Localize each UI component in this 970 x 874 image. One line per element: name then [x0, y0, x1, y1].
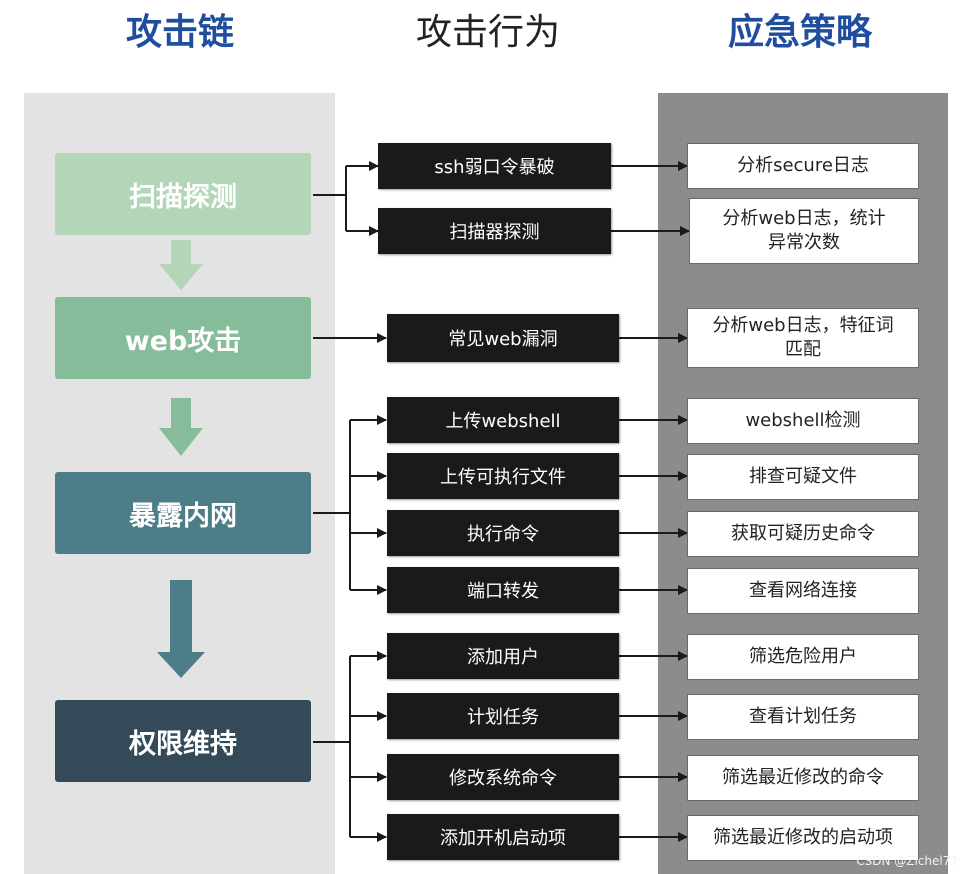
response-line: 筛选最近修改的命令 [722, 767, 884, 788]
response-webshell-detect: webshell检测 [687, 398, 919, 444]
action-upload-webshell: 上传webshell [387, 397, 619, 443]
response-check-scheduled-tasks: 查看计划任务 [687, 694, 919, 740]
response-line: 匹配 [785, 339, 821, 360]
action-add-startup-item: 添加开机启动项 [387, 814, 619, 860]
response-line: 筛选危险用户 [749, 646, 857, 667]
response-line: 查看计划任务 [749, 706, 857, 727]
response-check-suspicious-files: 排查可疑文件 [687, 454, 919, 500]
response-filter-modified-startup: 筛选最近修改的启动项 [687, 815, 919, 861]
action-to-response-arrows [611, 161, 690, 842]
action-ssh-bruteforce: ssh弱口令暴破 [378, 143, 611, 189]
stage-down-arrows [157, 240, 205, 678]
action-scheduled-task: 计划任务 [387, 693, 619, 739]
response-line: 查看网络连接 [749, 580, 857, 601]
attack-chain-header: 攻击链 [125, 12, 234, 53]
action-add-user: 添加用户 [387, 633, 619, 679]
action-execute-command: 执行命令 [387, 510, 619, 556]
stage-expose-intranet: 暴露内网 [55, 472, 311, 554]
stage-scan-probe: 扫描探测 [55, 153, 311, 235]
down-arrow-1 [159, 240, 203, 290]
response-analyze-secure-log: 分析secure日志 [687, 143, 919, 189]
response-line: 异常次数 [768, 232, 840, 253]
down-arrow-2 [159, 398, 203, 456]
action-port-forward: 端口转发 [387, 567, 619, 613]
response-analyze-web-log-keywords: 分析web日志，特征词 匹配 [687, 308, 919, 368]
watermark: CSDN @Zichel77 [856, 854, 958, 868]
stage-web-attack: web攻击 [55, 297, 311, 379]
response-analyze-web-log-count: 分析web日志，统计 异常次数 [689, 198, 919, 264]
action-scanner-probe: 扫描器探测 [378, 208, 611, 254]
action-upload-executable: 上传可执行文件 [387, 453, 619, 499]
response-line: 获取可疑历史命令 [731, 523, 875, 544]
action-modify-system-command: 修改系统命令 [387, 754, 619, 800]
response-line: webshell检测 [745, 410, 861, 431]
response-line: 分析web日志，统计 [722, 208, 886, 229]
response-line: 分析secure日志 [737, 155, 869, 176]
branch-connectors [313, 161, 387, 842]
down-arrow-3 [157, 580, 205, 678]
response-check-network-connections: 查看网络连接 [687, 568, 919, 614]
attack-behavior-header: 攻击行为 [415, 12, 560, 53]
response-strategy-header: 应急策略 [727, 12, 872, 53]
response-filter-dangerous-users: 筛选危险用户 [687, 634, 919, 680]
response-get-command-history: 获取可疑历史命令 [687, 511, 919, 557]
response-line: 排查可疑文件 [749, 466, 857, 487]
response-line: 分析web日志，特征词 [712, 315, 894, 336]
action-common-web-vuln: 常见web漏洞 [387, 314, 619, 362]
response-filter-modified-commands: 筛选最近修改的命令 [687, 755, 919, 801]
response-line: 筛选最近修改的启动项 [713, 827, 893, 848]
stage-persistence: 权限维持 [55, 700, 311, 782]
